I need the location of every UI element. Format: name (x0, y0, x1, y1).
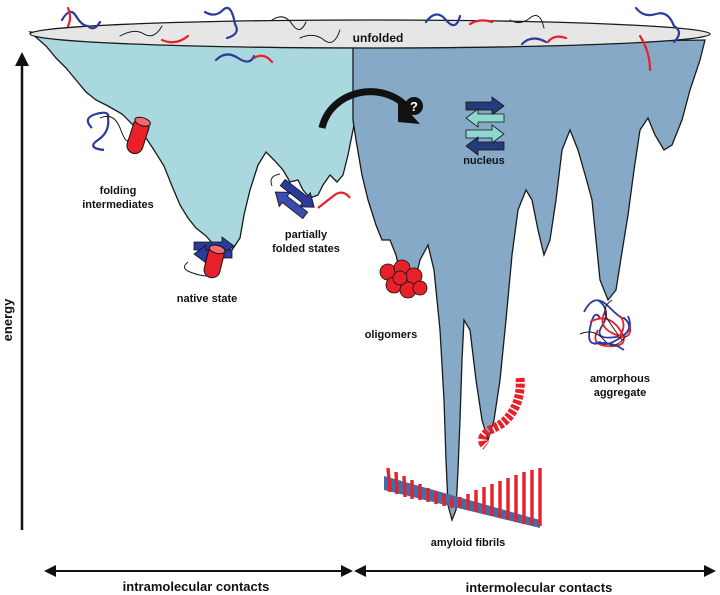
intramolecular-contacts-label: intramolecular contacts (123, 579, 270, 594)
intermolecular-contacts-label: intermolecular contacts (466, 580, 613, 595)
label-amyloid-fibrils: amyloid fibrils (431, 537, 506, 549)
folding-intermediate-structure (86, 111, 151, 155)
question-badge: ? (405, 97, 423, 115)
intramolecular-funnel (28, 31, 356, 253)
nucleus-structure (465, 96, 505, 156)
label-amorphous-line1: amorphous (590, 373, 650, 385)
nucleus-strand-3 (465, 124, 505, 144)
partially-folded-structure (270, 173, 351, 220)
label-partially-line2: folded states (272, 243, 340, 255)
intramolecular-axis-arrow (44, 565, 353, 577)
label-folding-line1: folding (100, 185, 137, 197)
fibril-icon (384, 467, 542, 528)
unfolded-chains (60, 6, 681, 72)
label-amorphous-line2: aggregate (594, 387, 647, 399)
label-folding-line2: intermediates (82, 199, 154, 211)
energy-axis-label: energy (0, 298, 15, 341)
amorphous-aggregate-structure (579, 299, 632, 351)
nucleus-strand-2 (465, 108, 505, 128)
label-partially-line1: partially (285, 229, 328, 241)
unfolded-rim (29, 19, 711, 49)
intermolecular-axis-arrow (354, 565, 716, 577)
oligomer-spheres-icon (379, 259, 428, 299)
energy-axis (15, 52, 29, 530)
nucleus-strand-1 (465, 96, 505, 116)
coil-icon (478, 377, 525, 450)
question-mark: ? (410, 99, 418, 114)
native-state-structure (184, 236, 235, 279)
label-unfolded: unfolded (353, 31, 404, 45)
helix-cylinder-icon (126, 116, 151, 155)
label-nucleus: nucleus (463, 155, 505, 167)
nucleus-strand-4 (465, 136, 505, 156)
label-oligomers: oligomers (365, 329, 418, 341)
label-native-state: native state (177, 293, 238, 305)
